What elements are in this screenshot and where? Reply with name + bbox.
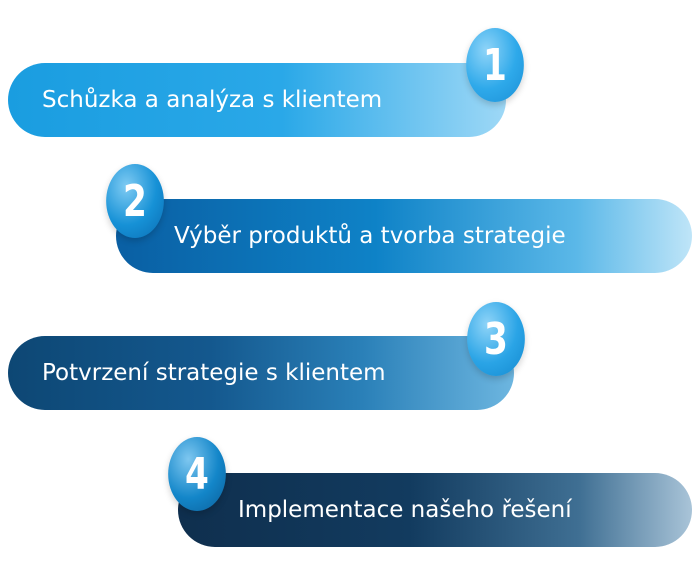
step-1-pill: Schůzka a analýza s klientem <box>8 63 506 137</box>
step-2-number-badge: 2 <box>106 164 164 238</box>
step-4-number-badge: 4 <box>168 437 226 511</box>
step-1-label: Schůzka a analýza s klientem <box>42 87 383 113</box>
step-3-pill: Potvrzení strategie s klientem <box>8 336 514 410</box>
step-2-label: Výběr produktů a tvorba strategie <box>174 223 566 249</box>
step-4-label: Implementace našeho řešení <box>238 497 572 523</box>
step-1-number-badge: 1 <box>466 28 524 102</box>
step-3-label: Potvrzení strategie s klientem <box>42 360 386 386</box>
step-3-number-badge: 3 <box>467 302 525 376</box>
step-2-pill: Výběr produktů a tvorba strategie <box>116 199 692 273</box>
step-4-pill: Implementace našeho řešení <box>178 473 692 547</box>
